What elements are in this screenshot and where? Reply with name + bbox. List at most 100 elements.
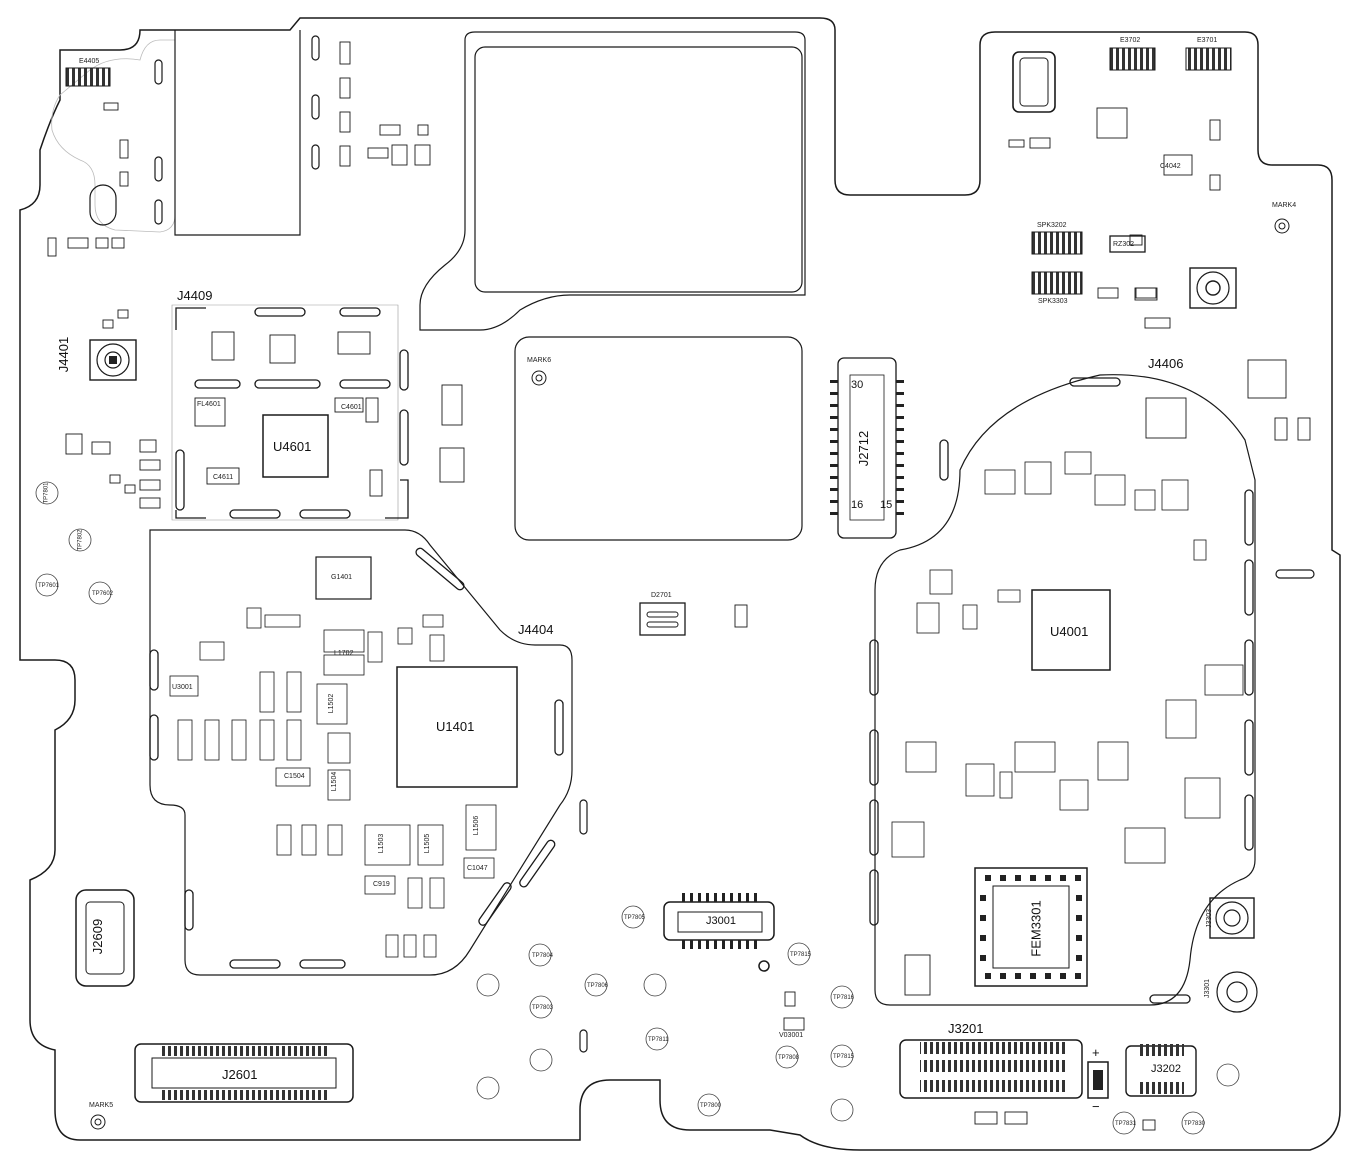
d2701-slot-1	[646, 611, 679, 618]
c919-label: C919	[373, 881, 390, 888]
j3202-label: J3202	[1151, 1063, 1181, 1075]
j3303-coax	[1209, 897, 1255, 939]
fem3301-inner	[992, 885, 1070, 969]
j4406-label: J4406	[1148, 356, 1184, 371]
j4409-shield-outline	[171, 304, 399, 521]
j2712-label: J2712	[856, 430, 872, 467]
tp7815-label: TP7815	[790, 952, 812, 958]
spk3303-label: SPK3303	[1038, 298, 1068, 305]
mark6-label: MARK6	[527, 357, 552, 364]
l1503-label: L1503	[378, 833, 386, 854]
fem3301-chip	[974, 867, 1088, 987]
e3701-pad	[1185, 47, 1232, 71]
j3201-label: J3201	[948, 1021, 984, 1036]
tp7602-label: TP7602	[92, 591, 114, 597]
e3702-label: E3702	[1120, 37, 1141, 44]
e4405-label: E4405	[79, 58, 100, 65]
j3202-pins-bot	[1138, 1082, 1184, 1094]
j2712-inner	[849, 374, 885, 521]
l1504-label: L1504	[331, 771, 339, 792]
polarity-part	[1087, 1061, 1109, 1099]
l1702-label: L1702	[334, 650, 354, 657]
c1504-label: C1504	[284, 773, 305, 780]
spk3303-pad	[1031, 271, 1083, 295]
j2712-pin30: 30	[851, 379, 864, 391]
mark4-label: MARK4	[1272, 202, 1297, 209]
top-center-frame	[174, 30, 301, 236]
top-right-mic	[1012, 51, 1056, 113]
j4409-label: J4409	[177, 288, 213, 303]
d2701-part	[639, 602, 686, 636]
misc-slots	[89, 35, 1315, 1053]
g1401-label: G1401	[331, 574, 353, 581]
test-point-circles	[35, 481, 1240, 1135]
tp7811-label: TP7811	[648, 1037, 669, 1043]
tp7601-label: TP7601	[38, 583, 60, 589]
polarity-part-fill	[1093, 1070, 1103, 1090]
l1502-label: L1502	[328, 693, 336, 714]
tp7830-label: TP7830	[1184, 1121, 1206, 1127]
tp7801-label: TP7801	[43, 482, 50, 504]
j2601-pins-top	[160, 1046, 330, 1056]
l1506-label: L1506	[473, 815, 481, 836]
j4404-label: J4404	[518, 622, 554, 637]
g1401-part	[315, 556, 372, 600]
tp7831-label: TP7831	[1115, 1121, 1137, 1127]
coax-top-right	[1189, 267, 1237, 309]
fl4601-label: FL4601	[197, 401, 221, 408]
u4001-chip	[1031, 589, 1111, 671]
j4406-shield-slots	[869, 377, 1254, 1004]
rz302-label: RZ302	[1113, 241, 1135, 248]
fem3301-pads	[980, 875, 1082, 979]
j3001-pin1-mark	[758, 960, 770, 972]
j2712-pins	[830, 380, 904, 515]
l1505-label: L1505	[424, 833, 432, 854]
spk3202-pad	[1031, 231, 1083, 255]
rz302-part	[1109, 235, 1146, 253]
e3702-pad	[1109, 47, 1156, 71]
j3201-connector	[899, 1039, 1083, 1099]
top-center-frame-2	[419, 31, 806, 331]
c4601-label: C4601	[341, 404, 362, 411]
tp7800-label: TP7800	[700, 1103, 722, 1109]
j2609-inner	[85, 901, 125, 975]
j3301-label: J3301	[1204, 978, 1212, 999]
tp7806-label: TP7806	[587, 983, 609, 989]
mark5-label: MARK5	[89, 1102, 114, 1109]
j2601-connector	[134, 1043, 354, 1103]
board-outline	[19, 17, 1341, 1151]
minus-label: −	[1092, 1099, 1100, 1114]
tp7808-label: TP7808	[778, 1055, 800, 1061]
tp7804-label: TP7804	[532, 953, 554, 959]
j2712-connector	[837, 357, 897, 539]
tp7805-label: TP7805	[624, 915, 646, 921]
d2701-label: D2701	[651, 592, 672, 599]
fiducials	[90, 218, 1290, 1130]
top-window	[474, 46, 803, 293]
fem3301-label: FEM3301	[1028, 900, 1044, 957]
j3301-coax	[1216, 971, 1258, 1013]
j4401-label: J4401	[56, 336, 72, 373]
v03001-label: V03001	[779, 1032, 804, 1039]
j3201-pins-mid	[920, 1060, 1065, 1072]
plus-label: +	[1092, 1045, 1100, 1060]
u4001-label: U4001	[1050, 624, 1089, 639]
u1401-chip	[396, 666, 518, 788]
tp7803-label: TP7803	[532, 1005, 554, 1011]
tp7816-label: TP7816	[833, 995, 855, 1001]
j2712-pin16: 16	[851, 499, 864, 511]
component-clusters	[169, 451, 1244, 958]
j4404-shield-outline	[149, 529, 573, 976]
j2712-pin15: 15	[880, 499, 893, 511]
smd-components	[47, 41, 1311, 1131]
j3303-label: J3303	[1206, 908, 1214, 929]
tp7802-label: TP7802	[77, 529, 84, 551]
j2601-pins-bot	[160, 1090, 330, 1100]
middle-window	[514, 336, 803, 541]
j2601-inner	[151, 1057, 337, 1089]
e4405-pad	[65, 67, 111, 87]
u1401-label: U1401	[436, 719, 475, 734]
j2609-part	[75, 889, 135, 987]
j2609-label: J2609	[90, 918, 106, 955]
